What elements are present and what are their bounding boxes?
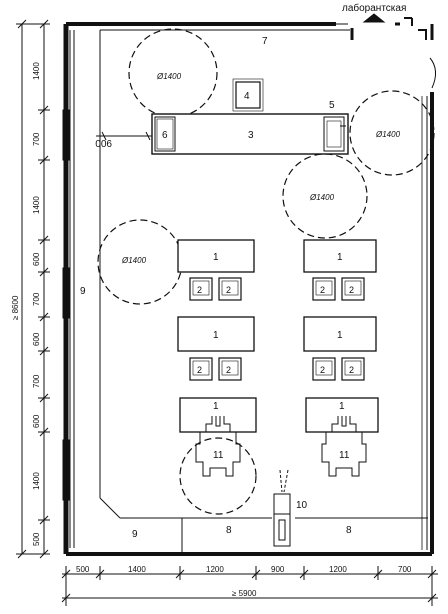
left-dimension-chain (16, 19, 50, 559)
clearance-circle-bottom (179, 437, 257, 515)
chair (218, 357, 242, 381)
door-frame (273, 493, 291, 547)
chair-number: 2 (197, 365, 202, 375)
dim-bottom-2: 1400 (128, 565, 146, 574)
window-wall-number: 9 (80, 286, 86, 297)
cabinet-9-number: 9 (132, 529, 138, 540)
lab-table-left-1 (177, 239, 255, 273)
chair-number: 2 (226, 365, 231, 375)
bottom-dimension-labels: 500 1400 1200 900 1200 700 ≥ 5900 (76, 565, 412, 598)
clearance-circles (97, 28, 435, 515)
clearance-circle-right (349, 90, 435, 176)
chair (341, 357, 365, 381)
dim-overall-width: ≥ 5900 (232, 589, 257, 598)
lab-table-left-2 (177, 316, 255, 352)
dim-bottom-6: 700 (398, 565, 412, 574)
lab-table-right-2 (303, 316, 377, 352)
lab-tables (177, 239, 379, 433)
lab-table-number: 1 (213, 401, 219, 412)
dim-bottom-3: 1200 (206, 565, 224, 574)
clearance-900-label: 900 (95, 137, 112, 148)
chair-number: 2 (349, 365, 354, 375)
board-number: 7 (262, 36, 268, 47)
dim-left-4: 600 (32, 252, 41, 266)
door-number: 10 (296, 500, 308, 511)
diameter-label-right: Ø1400 (375, 130, 401, 139)
chair-number: 2 (320, 285, 325, 295)
dim-left-8: 600 (32, 414, 41, 428)
dim-overall-height: ≥ 8600 (11, 295, 20, 320)
lab-table-number: 1 (213, 252, 219, 263)
chair-number: 2 (349, 285, 354, 295)
dim-left-9: 1400 (32, 472, 41, 490)
station-right (321, 416, 367, 477)
lab-table-number: 1 (337, 252, 343, 263)
dim-bottom-1: 500 (76, 565, 90, 574)
chair-number: 2 (320, 365, 325, 375)
dim-left-5: 700 (32, 292, 41, 306)
wall-pier-2 (62, 267, 71, 319)
stand (235, 81, 261, 109)
station-number: 11 (339, 450, 350, 461)
fume-hood-number: 6 (162, 130, 168, 141)
dim-left-10: 500 (32, 532, 41, 546)
cabinet-number-left: 8 (226, 525, 232, 536)
zone-lines (99, 30, 428, 554)
chair-number: 2 (226, 285, 231, 295)
demo-table-number: 3 (248, 130, 254, 141)
chair-number: 2 (197, 285, 202, 295)
lab-table-number: 1 (337, 330, 343, 341)
sink-number: 5 (329, 100, 335, 111)
entrance-door (273, 469, 291, 547)
dim-left-2: 700 (32, 132, 41, 146)
wall-pier-1 (62, 109, 71, 161)
dim-bottom-4: 900 (271, 565, 285, 574)
zone-line-diag (99, 497, 121, 519)
outer-walls (62, 22, 434, 556)
lab-table-number: 1 (339, 401, 345, 412)
stations (195, 416, 367, 477)
bottom-dimension-chain (61, 566, 438, 606)
chair (341, 277, 365, 301)
lab-table-number: 1 (213, 330, 219, 341)
dim-left-1: 1400 (32, 62, 41, 80)
wall-pier-3 (62, 439, 71, 501)
dim-left-3: 1400 (32, 196, 41, 214)
demo-table (151, 113, 349, 155)
clearance-circle-mid-right (282, 153, 368, 239)
station-number: 11 (213, 450, 224, 461)
clearance-900 (96, 131, 152, 141)
stand-number: 4 (244, 91, 250, 102)
chair (312, 357, 336, 381)
diameter-label-mid-right: Ø1400 (309, 193, 335, 202)
station-left (195, 416, 241, 477)
lab-room-label: лаборантская (342, 2, 406, 14)
chair (218, 277, 242, 301)
lab-table-right-1 (303, 239, 377, 273)
dim-bottom-5: 1200 (329, 565, 347, 574)
chair (189, 277, 213, 301)
dim-left-6: 600 (32, 332, 41, 346)
chair (312, 277, 336, 301)
cabinet-number-right: 8 (346, 525, 352, 536)
diameter-label-top: Ø1400 (156, 72, 182, 81)
lab-entry-arrow-icon (362, 13, 386, 23)
sink (323, 116, 345, 152)
diameter-label-left: Ø1400 (121, 256, 147, 265)
fume-hood (154, 116, 176, 152)
left-dimension-labels: 1400 700 1400 600 700 600 700 600 1400 5… (11, 62, 41, 546)
chairs (189, 277, 365, 381)
chair (189, 357, 213, 381)
lab-door (362, 13, 436, 89)
dim-left-7: 700 (32, 374, 41, 388)
